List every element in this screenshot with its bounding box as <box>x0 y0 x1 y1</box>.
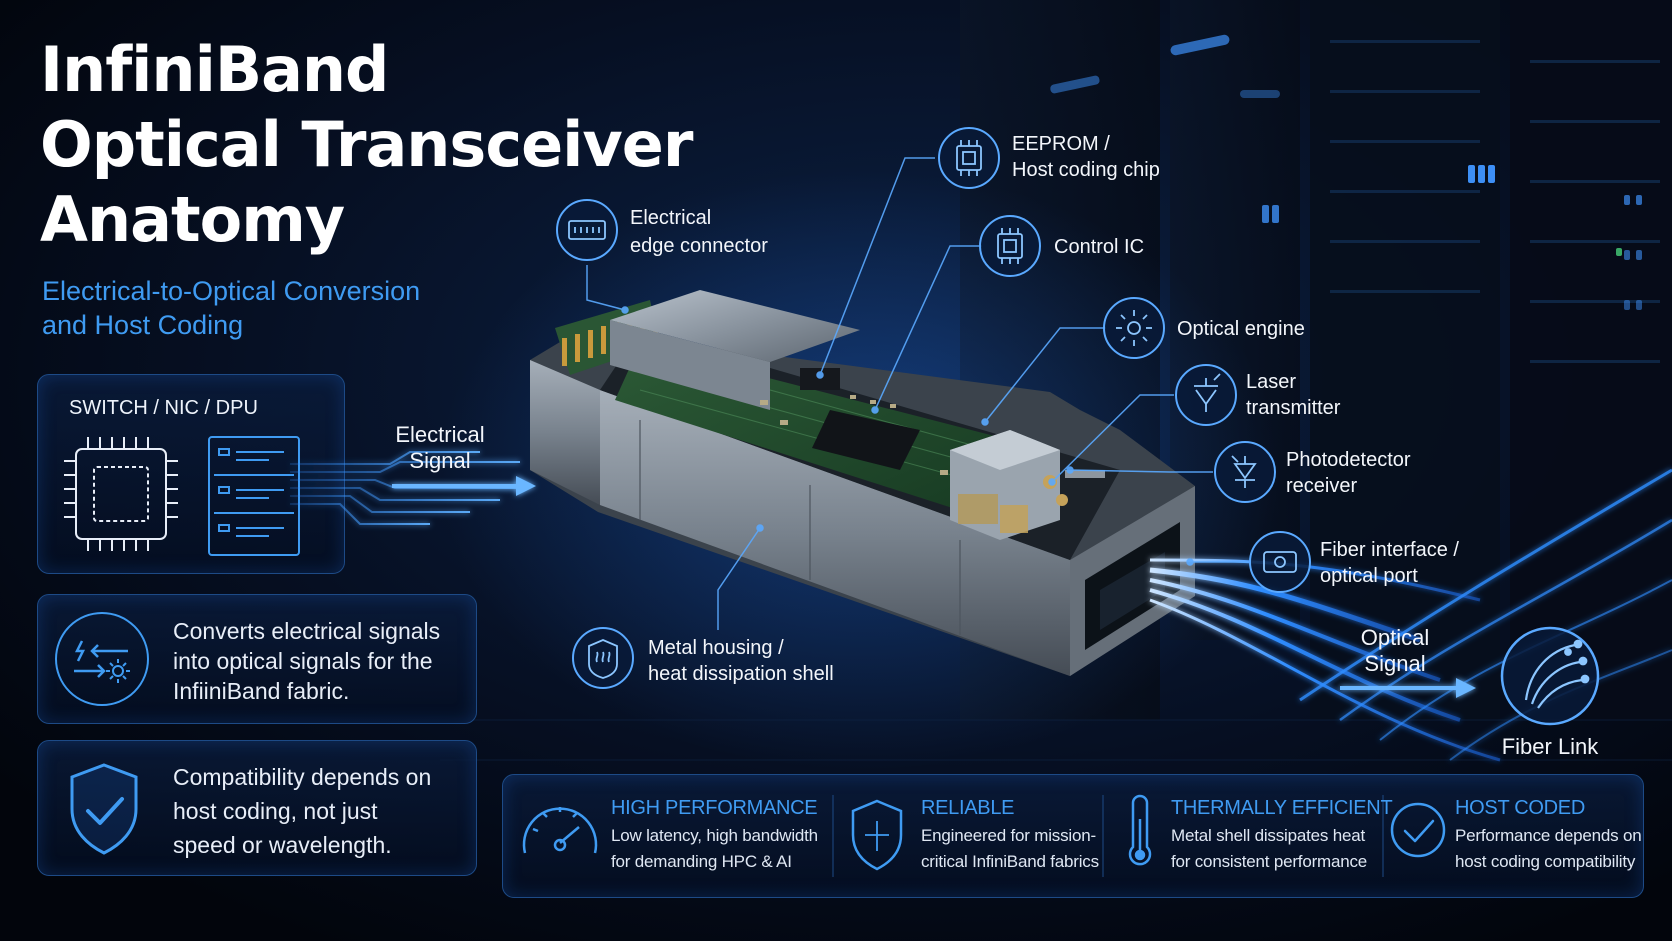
compatibility-text-line2: host coding, not just <box>173 798 378 824</box>
component-icons <box>556 127 1600 726</box>
light-burst-icon <box>1103 297 1165 359</box>
feature-desc-performance-line2: for demanding HPC & AI <box>611 852 792 871</box>
transceiver-module <box>530 290 1195 676</box>
subtitle-line2: and Host Coding <box>42 310 244 340</box>
optical-signal-label-line1: Optical <box>1360 625 1430 650</box>
label-housing-line1: Metal housing / <box>648 637 784 659</box>
conversion-text-line1: Converts electrical signals <box>173 618 441 644</box>
conversion-text-line2: into optical signals for the <box>173 648 433 674</box>
feature-icons <box>522 794 1446 877</box>
optical-fiber-beams <box>1149 468 1672 762</box>
feature-desc-thermal-line1: Metal shell dissipates heat <box>1171 826 1365 845</box>
label-fiber-interface-line2: optical port <box>1320 565 1418 587</box>
label-photodetector-line1: Photodetector <box>1286 449 1411 471</box>
optical-port-icon <box>1249 531 1311 593</box>
feature-desc-thermal-line2: for consistent performance <box>1171 852 1368 871</box>
conversion-text-line3: InfiiniBand fabric. <box>173 678 350 704</box>
label-control-ic: Control IC <box>1054 236 1145 258</box>
label-fiber-interface-line1: Fiber interface / <box>1320 539 1459 561</box>
feature-title-thermal: THERMALLY EFFICIENT <box>1171 797 1393 819</box>
feature-title-performance: HIGH PERFORMANCE <box>611 797 818 819</box>
feature-desc-host-coded-line1: Performance depends on <box>1455 826 1642 845</box>
feature-desc-reliable-line2: critical InfiniBand fabrics <box>921 852 1099 871</box>
shield-icon <box>851 799 903 871</box>
label-edge-connector-line1: Electrical <box>630 207 712 229</box>
label-photodetector-line2: receiver <box>1286 475 1358 497</box>
photodiode-icon <box>1214 441 1276 503</box>
compatibility-text-line1: Compatibility depends on <box>173 764 432 790</box>
page-title-line3: Anatomy <box>40 183 345 256</box>
chip-icon <box>979 215 1041 277</box>
processor-chip-icon <box>64 437 178 551</box>
feature-title-reliable: RELIABLE <box>921 797 1015 819</box>
conversion-info-panel: Converts electrical signals into optical… <box>37 594 477 724</box>
page-title-line1: InfiniBand <box>40 33 389 106</box>
label-edge-connector-line2: edge connector <box>630 235 768 257</box>
host-device-label: SWITCH / NIC / DPU <box>69 397 258 419</box>
compatibility-text-line3: speed or wavelength. <box>173 832 392 858</box>
host-device-panel: SWITCH / NIC / DPU <box>37 374 345 574</box>
feature-desc-performance-line1: Low latency, high bandwidth <box>611 826 818 845</box>
component-leader-lines <box>586 157 1248 630</box>
metal-housing-shell <box>600 390 1070 676</box>
optical-signal-label-line2: Signal <box>1364 651 1426 676</box>
label-eeprom-line1: EEPROM / <box>1012 133 1110 155</box>
page-title-line2: Optical Transceiver <box>40 108 693 181</box>
shield-check-icon <box>70 763 138 855</box>
electrical-signal-label-line1: Electrical <box>395 422 485 447</box>
label-laser-line1: Laser <box>1246 371 1297 393</box>
electrical-signal-label-line2: Signal <box>409 448 471 473</box>
compatibility-info-panel: Compatibility depends on host coding, no… <box>37 740 477 876</box>
chip-icon <box>938 127 1000 189</box>
subtitle-line1: Electrical-to-Optical Conversion <box>42 276 421 306</box>
feature-desc-host-coded-line2: host coding compatibility <box>1455 852 1636 871</box>
label-optical-engine: Optical engine <box>1177 318 1305 340</box>
laser-diode-icon <box>1175 364 1237 426</box>
label-eeprom-line2: Host coding chip <box>1012 159 1160 181</box>
electrical-signal-arrow <box>392 476 536 496</box>
electrical-to-optical-icon <box>55 612 149 706</box>
label-housing-line2: heat dissipation shell <box>648 663 834 685</box>
control-ic-chip <box>812 410 920 470</box>
eeprom-chip <box>800 368 840 390</box>
fiber-link-label: Fiber Link <box>1501 734 1599 759</box>
thermometer-icon <box>1128 794 1152 866</box>
features-bar: HIGH PERFORMANCE Low latency, high bandw… <box>502 774 1644 898</box>
feature-title-host-coded: HOST CODED <box>1455 797 1585 819</box>
label-laser-line2: transmitter <box>1246 397 1341 419</box>
check-circle-icon <box>1390 802 1446 858</box>
speedometer-icon <box>522 807 598 854</box>
feature-desc-reliable-line1: Engineered for mission- <box>921 826 1096 845</box>
optical-signal-arrow <box>1340 678 1476 698</box>
